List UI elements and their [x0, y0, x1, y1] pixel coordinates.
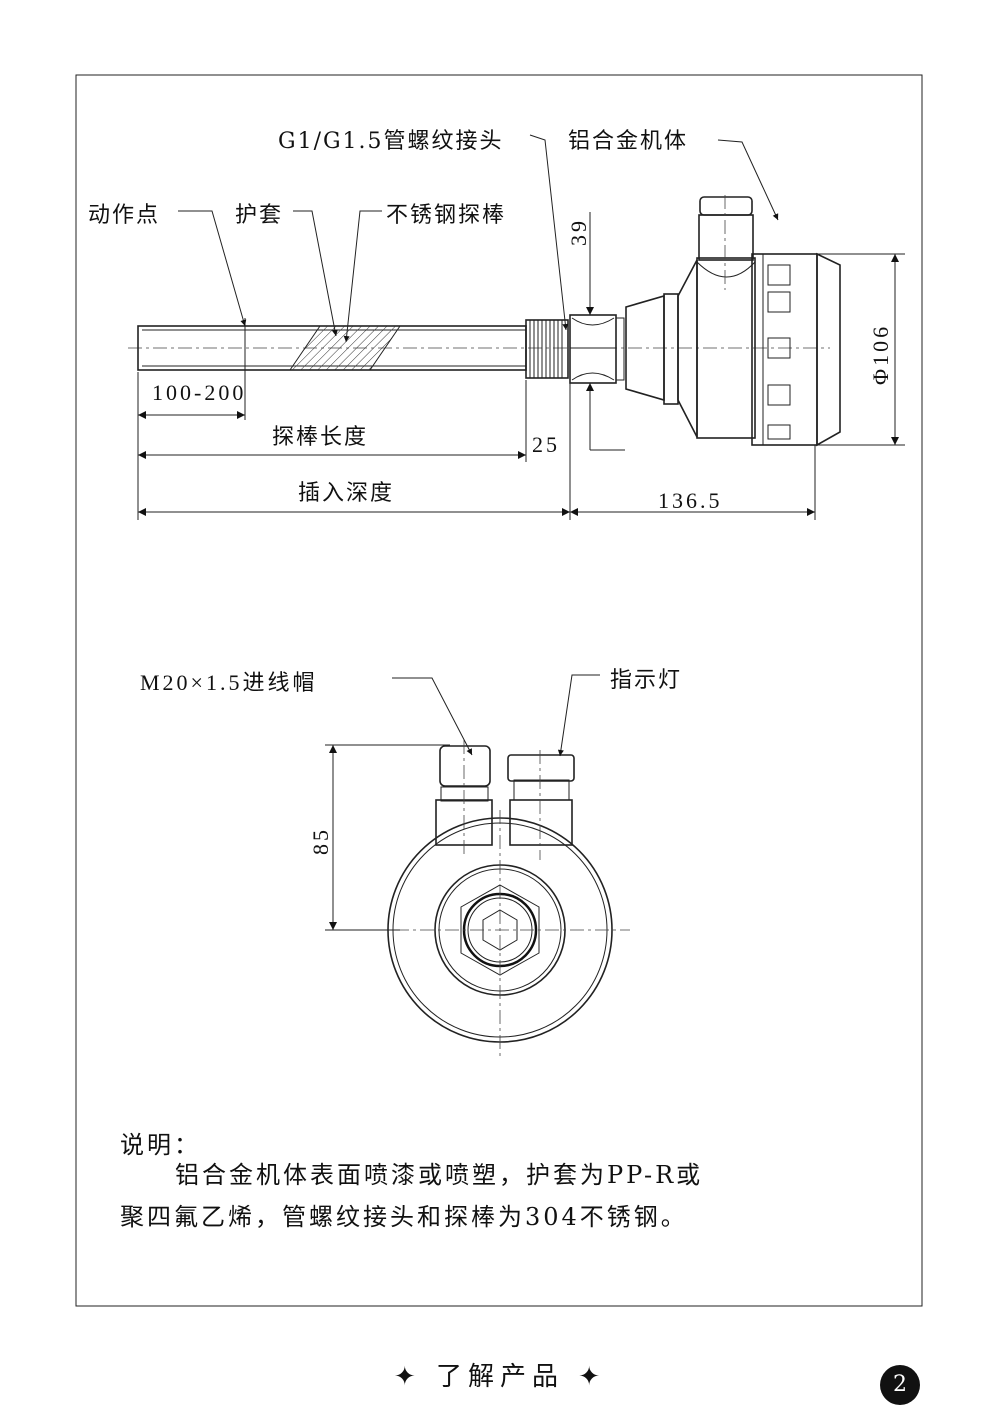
- label-indicator: 指示灯: [610, 668, 682, 693]
- page-number: 2: [880, 1365, 920, 1405]
- label-stainless-probe: 不锈钢探棒: [386, 203, 506, 228]
- star-icon: ✦: [578, 1362, 607, 1392]
- cable-gland: [435, 740, 493, 855]
- sheath-hatch: [289, 325, 401, 371]
- dim-range: 100-200: [152, 380, 246, 405]
- label-action-point: 动作点: [88, 203, 160, 228]
- thread-joint: [525, 293, 679, 405]
- star-icon: ✦: [393, 1362, 422, 1392]
- dim-25: 25: [532, 432, 560, 457]
- label-sheath: 护套: [235, 203, 283, 228]
- dim-136-5: 136.5: [658, 488, 723, 513]
- dim-insertion-depth: 插入深度: [298, 481, 394, 506]
- label-thread-joint: G1/G1.5管螺纹接头: [278, 129, 504, 154]
- dim-diameter: Φ106: [868, 324, 893, 385]
- dim-probe-length: 探棒长度: [272, 425, 368, 450]
- side-view: G1/G1.5管螺纹接头 铝合金机体 动作点 护套 不锈钢探棒 39 100-2…: [88, 129, 905, 520]
- dim-39: 39: [566, 218, 591, 246]
- label-aluminum-body: 铝合金机体: [568, 129, 688, 154]
- notes-title: 说明：: [120, 1131, 201, 1159]
- footer: ✦ 了解产品 ✦: [0, 1356, 1000, 1393]
- aluminum-body: [677, 195, 841, 447]
- indicator-light: [507, 750, 575, 860]
- notes-line-1: 铝合金机体表面喷漆或喷塑，护套为PP-R或: [175, 1161, 704, 1189]
- page-frame: [75, 74, 923, 1307]
- label-cable-gland: M20×1.5进线帽: [140, 670, 317, 695]
- footer-text: 了解产品: [435, 1362, 564, 1392]
- top-view: M20×1.5进线帽 指示灯 85: [140, 668, 682, 1060]
- notes-line-2: 聚四氟乙烯，管螺纹接头和探棒为304不锈钢。: [120, 1203, 688, 1231]
- dim-85: 85: [308, 827, 333, 855]
